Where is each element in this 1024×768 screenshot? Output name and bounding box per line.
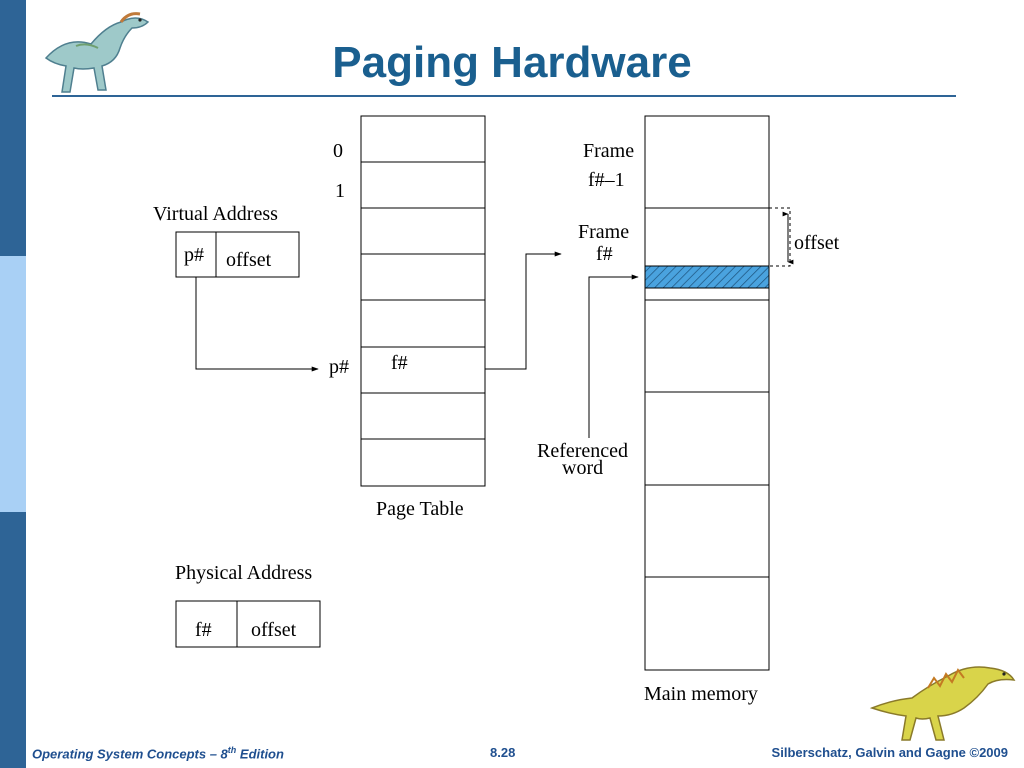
slide-title: Paging Hardware — [332, 38, 692, 87]
main-memory-label: Main memory — [644, 683, 758, 705]
page-number-arrow — [195, 277, 319, 372]
dinosaur-icon-bottom-right — [869, 666, 1016, 741]
physical-address-label: Physical Address — [175, 562, 312, 584]
footer-page-number: 8.28 — [490, 745, 516, 760]
footer-left-text: Operating System Concepts – 8 — [32, 746, 228, 762]
dinosaur-icon-top-left — [44, 12, 150, 93]
physical-address-frame-field: f# — [195, 619, 212, 641]
offset-label: offset — [794, 232, 840, 254]
referenced-word-arrow — [588, 274, 639, 438]
footer-left-superscript: th — [227, 745, 237, 755]
main-memory — [644, 115, 770, 671]
offset-bracket-dashed — [769, 207, 791, 267]
title-rule — [52, 95, 956, 97]
physical-address-box — [175, 600, 321, 648]
frame-prev-label-line2: f#–1 — [588, 169, 625, 191]
physical-address-offset-field: offset — [251, 619, 297, 641]
page-table-entry-frame: f# — [391, 352, 408, 374]
referenced-label-line2: word — [562, 457, 603, 479]
page-table-index-1: 1 — [335, 180, 345, 202]
frame-label-line1: Frame — [578, 221, 629, 243]
page-table-index-p: p# — [329, 356, 349, 378]
page-table-label: Page Table — [376, 498, 464, 520]
left-sidebar-band — [0, 0, 26, 768]
page-table-index-0: 0 — [333, 140, 343, 162]
frame-number-arrow — [485, 251, 562, 370]
virtual-address-offset-field: offset — [226, 249, 272, 271]
virtual-address-page-field: p# — [184, 244, 204, 266]
referenced-word-cell — [644, 265, 770, 289]
footer-copyright: Silberschatz, Galvin and Gagne ©2009 — [771, 745, 1008, 760]
page-table — [360, 115, 486, 487]
referenced-label-line1: Referenced — [537, 440, 628, 462]
frame-label-line2: f# — [596, 243, 613, 265]
virtual-address-box — [175, 231, 300, 278]
sidebar-segment-top — [0, 0, 26, 256]
footer-left-suffix: Edition — [236, 746, 284, 762]
sidebar-segment-middle — [0, 256, 26, 512]
sidebar-segment-bottom — [0, 512, 26, 768]
virtual-address-label: Virtual Address — [153, 203, 278, 225]
footer-left: Operating System Concepts – 8th Edition — [32, 745, 284, 761]
frame-prev-label-line1: Frame — [583, 140, 634, 162]
